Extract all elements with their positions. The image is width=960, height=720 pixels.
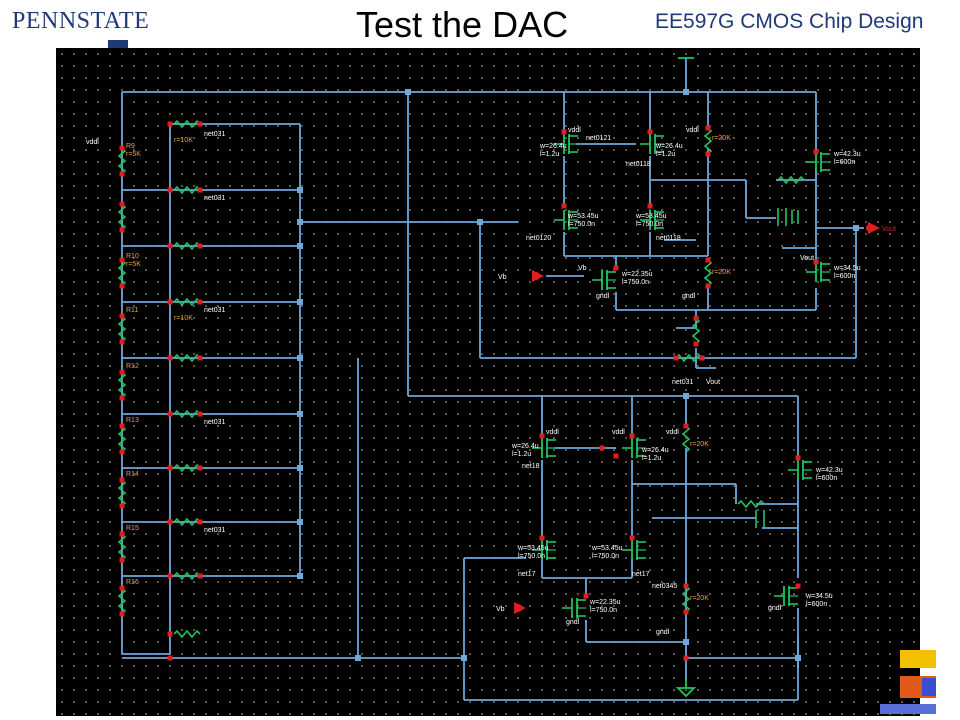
label-r10k-1: r=10K bbox=[174, 137, 193, 144]
dept-logo-letter bbox=[922, 678, 936, 696]
label-w5345-4: w=53.45u bbox=[591, 545, 623, 552]
label-l600-3: l=600n bbox=[816, 475, 837, 482]
course-title: EE597G CMOS Chip Design bbox=[655, 10, 924, 33]
label-l12-2: l=1.2u bbox=[656, 151, 675, 158]
label-vb-3: Vb bbox=[496, 606, 505, 613]
label-net0120: net0120 bbox=[526, 235, 551, 242]
label-w423-2: w=42.3u bbox=[815, 467, 843, 474]
junction-dots bbox=[297, 89, 859, 661]
bottom-amplifier bbox=[531, 425, 813, 619]
label-vout-2: Vout bbox=[706, 379, 720, 386]
label-l750-5: l=750.0n bbox=[592, 553, 619, 560]
label-l12-4: l=1.2u bbox=[642, 455, 661, 462]
label-r20k-4: r=20K bbox=[690, 595, 709, 602]
label-r11: R11 bbox=[126, 307, 138, 314]
label-l750-1: l=750.0n bbox=[568, 221, 595, 228]
label-l750-2: l=750.0n bbox=[636, 221, 663, 228]
label-r13: R13 bbox=[126, 417, 139, 424]
label-vb-2: Vb bbox=[498, 274, 507, 281]
label-net031-4: net031 bbox=[204, 419, 226, 426]
label-net031-2: net031 bbox=[204, 195, 226, 202]
wire-group bbox=[121, 58, 864, 701]
label-w264-1: w=26.4u bbox=[539, 143, 567, 150]
label-vout-1: Vout bbox=[800, 255, 814, 262]
label-vddl-6: vddl bbox=[666, 429, 679, 436]
label-gndl-1: gndl bbox=[596, 293, 610, 300]
label-r20k-3: r=20K bbox=[690, 441, 709, 448]
label-w5345-1: w=53.45u bbox=[567, 213, 599, 220]
label-r5k-1: r=5K bbox=[126, 151, 141, 158]
label-gndl-4: gndl bbox=[656, 629, 670, 636]
resistor-ladder-middle bbox=[173, 120, 201, 638]
label-vddl-4: vddl bbox=[546, 429, 559, 436]
label-r15: R15 bbox=[126, 525, 139, 532]
label-w2235-2: w=22.35u bbox=[589, 599, 621, 606]
label-net0118-1: net0118 bbox=[626, 161, 651, 168]
schematic-svg: vddl R9 r=5K R10 r=5K R11 R12 R13 R14 R1… bbox=[86, 57, 896, 701]
label-w2235-1: w=22.35u bbox=[621, 271, 653, 278]
label-net031-1: net031 bbox=[204, 131, 226, 138]
schematic-labels: vddl R9 r=5K R10 r=5K R11 R12 R13 R14 R1… bbox=[86, 127, 896, 636]
label-vddl-3: vddl bbox=[686, 127, 699, 134]
label-net18: net18 bbox=[522, 463, 540, 470]
schematic-canvas: vddl R9 r=5K R10 r=5K R11 R12 R13 R14 R1… bbox=[56, 48, 920, 716]
label-l12-1: l=1.2u bbox=[540, 151, 559, 158]
pennstate-logo: PENNSTATE bbox=[12, 8, 149, 35]
label-w264-2: w=26.4u bbox=[655, 143, 683, 150]
dept-logo-bottom bbox=[880, 704, 936, 714]
label-r14: R14 bbox=[126, 471, 139, 478]
label-net0345: net0345 bbox=[652, 583, 677, 590]
label-net0118-2: net0118 bbox=[656, 235, 681, 242]
label-w264-3: w=26.4u bbox=[511, 443, 539, 450]
label-l600-1: l=600n bbox=[834, 159, 855, 166]
label-net031-3: net031 bbox=[204, 307, 226, 314]
label-gndl-3: gndl bbox=[566, 619, 580, 626]
label-w5345-2: w=53.45u bbox=[635, 213, 667, 220]
label-gndl-5: gndl bbox=[768, 605, 782, 612]
label-w423-1: w=42.3u bbox=[833, 151, 861, 158]
label-w345-2: w=34.5u bbox=[805, 593, 833, 600]
label-vout-out: Vout bbox=[882, 226, 896, 233]
power-symbols bbox=[675, 57, 697, 698]
label-l600-4: l=600n bbox=[806, 601, 827, 608]
label-r12: R12 bbox=[126, 363, 139, 370]
label-r20k-2: r=20K bbox=[712, 269, 731, 276]
label-w264-4: w=26.4u bbox=[641, 447, 669, 454]
label-net17-2: net17 bbox=[632, 571, 650, 578]
label-r10k-2: r=10K bbox=[174, 315, 193, 322]
label-net17-1: net17 bbox=[518, 571, 536, 578]
label-l600-2: l=600n bbox=[834, 273, 855, 280]
label-net0121: net0121 bbox=[586, 135, 611, 142]
label-r16: R16 bbox=[126, 579, 139, 586]
label-l12-3: l=1.2u bbox=[512, 451, 531, 458]
label-gndl-2: gndl bbox=[682, 293, 696, 300]
label-vb-1: Vb bbox=[578, 265, 587, 272]
label-l750-4: l=750.0n bbox=[518, 553, 545, 560]
label-r10: R10 bbox=[126, 253, 139, 260]
label-vddl-1: vddl bbox=[86, 139, 99, 146]
label-vddl-2: vddl bbox=[568, 127, 581, 134]
label-l750-6: l=750.0n bbox=[590, 607, 617, 614]
label-net031-6: net031 bbox=[672, 379, 694, 386]
pin-markers bbox=[119, 121, 819, 661]
label-r5k-2: r=5K bbox=[126, 261, 141, 268]
logo-text: PENNSTATE bbox=[12, 8, 150, 34]
label-net031-5: net031 bbox=[204, 527, 226, 534]
page-title: Test the DAC bbox=[356, 4, 569, 45]
label-r9: R9 bbox=[126, 143, 135, 150]
port-symbols bbox=[514, 222, 880, 614]
dept-logo-top bbox=[900, 650, 936, 668]
label-w345-1: w=34.5u bbox=[833, 265, 861, 272]
label-vddl-5: vddl bbox=[612, 429, 625, 436]
top-amplifier bbox=[553, 127, 831, 362]
label-r20k-1: r=20K bbox=[712, 135, 731, 142]
label-w5345-3: w=53.45u bbox=[517, 545, 549, 552]
label-l750-3: l=750.0n bbox=[622, 279, 649, 286]
